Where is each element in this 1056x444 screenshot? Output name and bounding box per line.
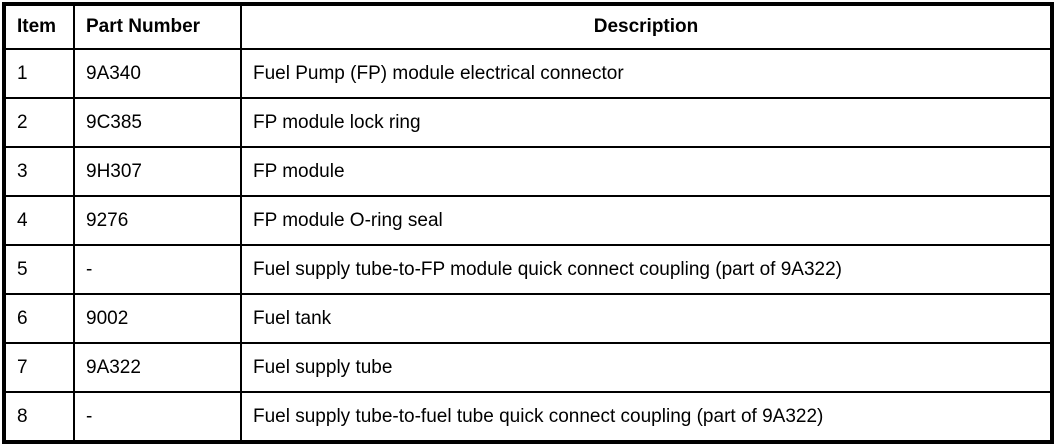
cell-part-number: 9H307 (73, 146, 242, 197)
cell-description: Fuel supply tube-to-FP module quick conn… (240, 244, 1053, 295)
cell-part-number: - (73, 244, 242, 295)
cell-part-number: 9002 (73, 293, 242, 344)
table-row: 5 - Fuel supply tube-to-FP module quick … (3, 244, 1053, 295)
cell-description: FP module lock ring (240, 97, 1053, 148)
cell-item: 1 (3, 48, 75, 99)
cell-description: Fuel tank (240, 293, 1053, 344)
cell-description: Fuel supply tube (240, 342, 1053, 393)
header-description: Description (240, 3, 1053, 50)
cell-item: 3 (3, 146, 75, 197)
table-row: 2 9C385 FP module lock ring (3, 97, 1053, 148)
cell-description: FP module (240, 146, 1053, 197)
cell-description: FP module O-ring seal (240, 195, 1053, 246)
header-part-number: Part Number (73, 3, 242, 50)
cell-description: Fuel Pump (FP) module electrical connect… (240, 48, 1053, 99)
cell-part-number: 9C385 (73, 97, 242, 148)
cell-part-number: 9A340 (73, 48, 242, 99)
table-header-row: Item Part Number Description (3, 3, 1053, 50)
table-row: 8 - Fuel supply tube-to-fuel tube quick … (3, 391, 1053, 443)
table-row: 7 9A322 Fuel supply tube (3, 342, 1053, 393)
cell-part-number: 9A322 (73, 342, 242, 393)
cell-part-number: 9276 (73, 195, 242, 246)
cell-item: 6 (3, 293, 75, 344)
cell-description: Fuel supply tube-to-fuel tube quick conn… (240, 391, 1053, 443)
table-row: 6 9002 Fuel tank (3, 293, 1053, 344)
cell-item: 8 (3, 391, 75, 443)
cell-item: 5 (3, 244, 75, 295)
cell-item: 2 (3, 97, 75, 148)
table-row: 3 9H307 FP module (3, 146, 1053, 197)
table-row: 4 9276 FP module O-ring seal (3, 195, 1053, 246)
header-item: Item (3, 3, 75, 50)
cell-part-number: - (73, 391, 242, 443)
table-row: 1 9A340 Fuel Pump (FP) module electrical… (3, 48, 1053, 99)
cell-item: 7 (3, 342, 75, 393)
cell-item: 4 (3, 195, 75, 246)
